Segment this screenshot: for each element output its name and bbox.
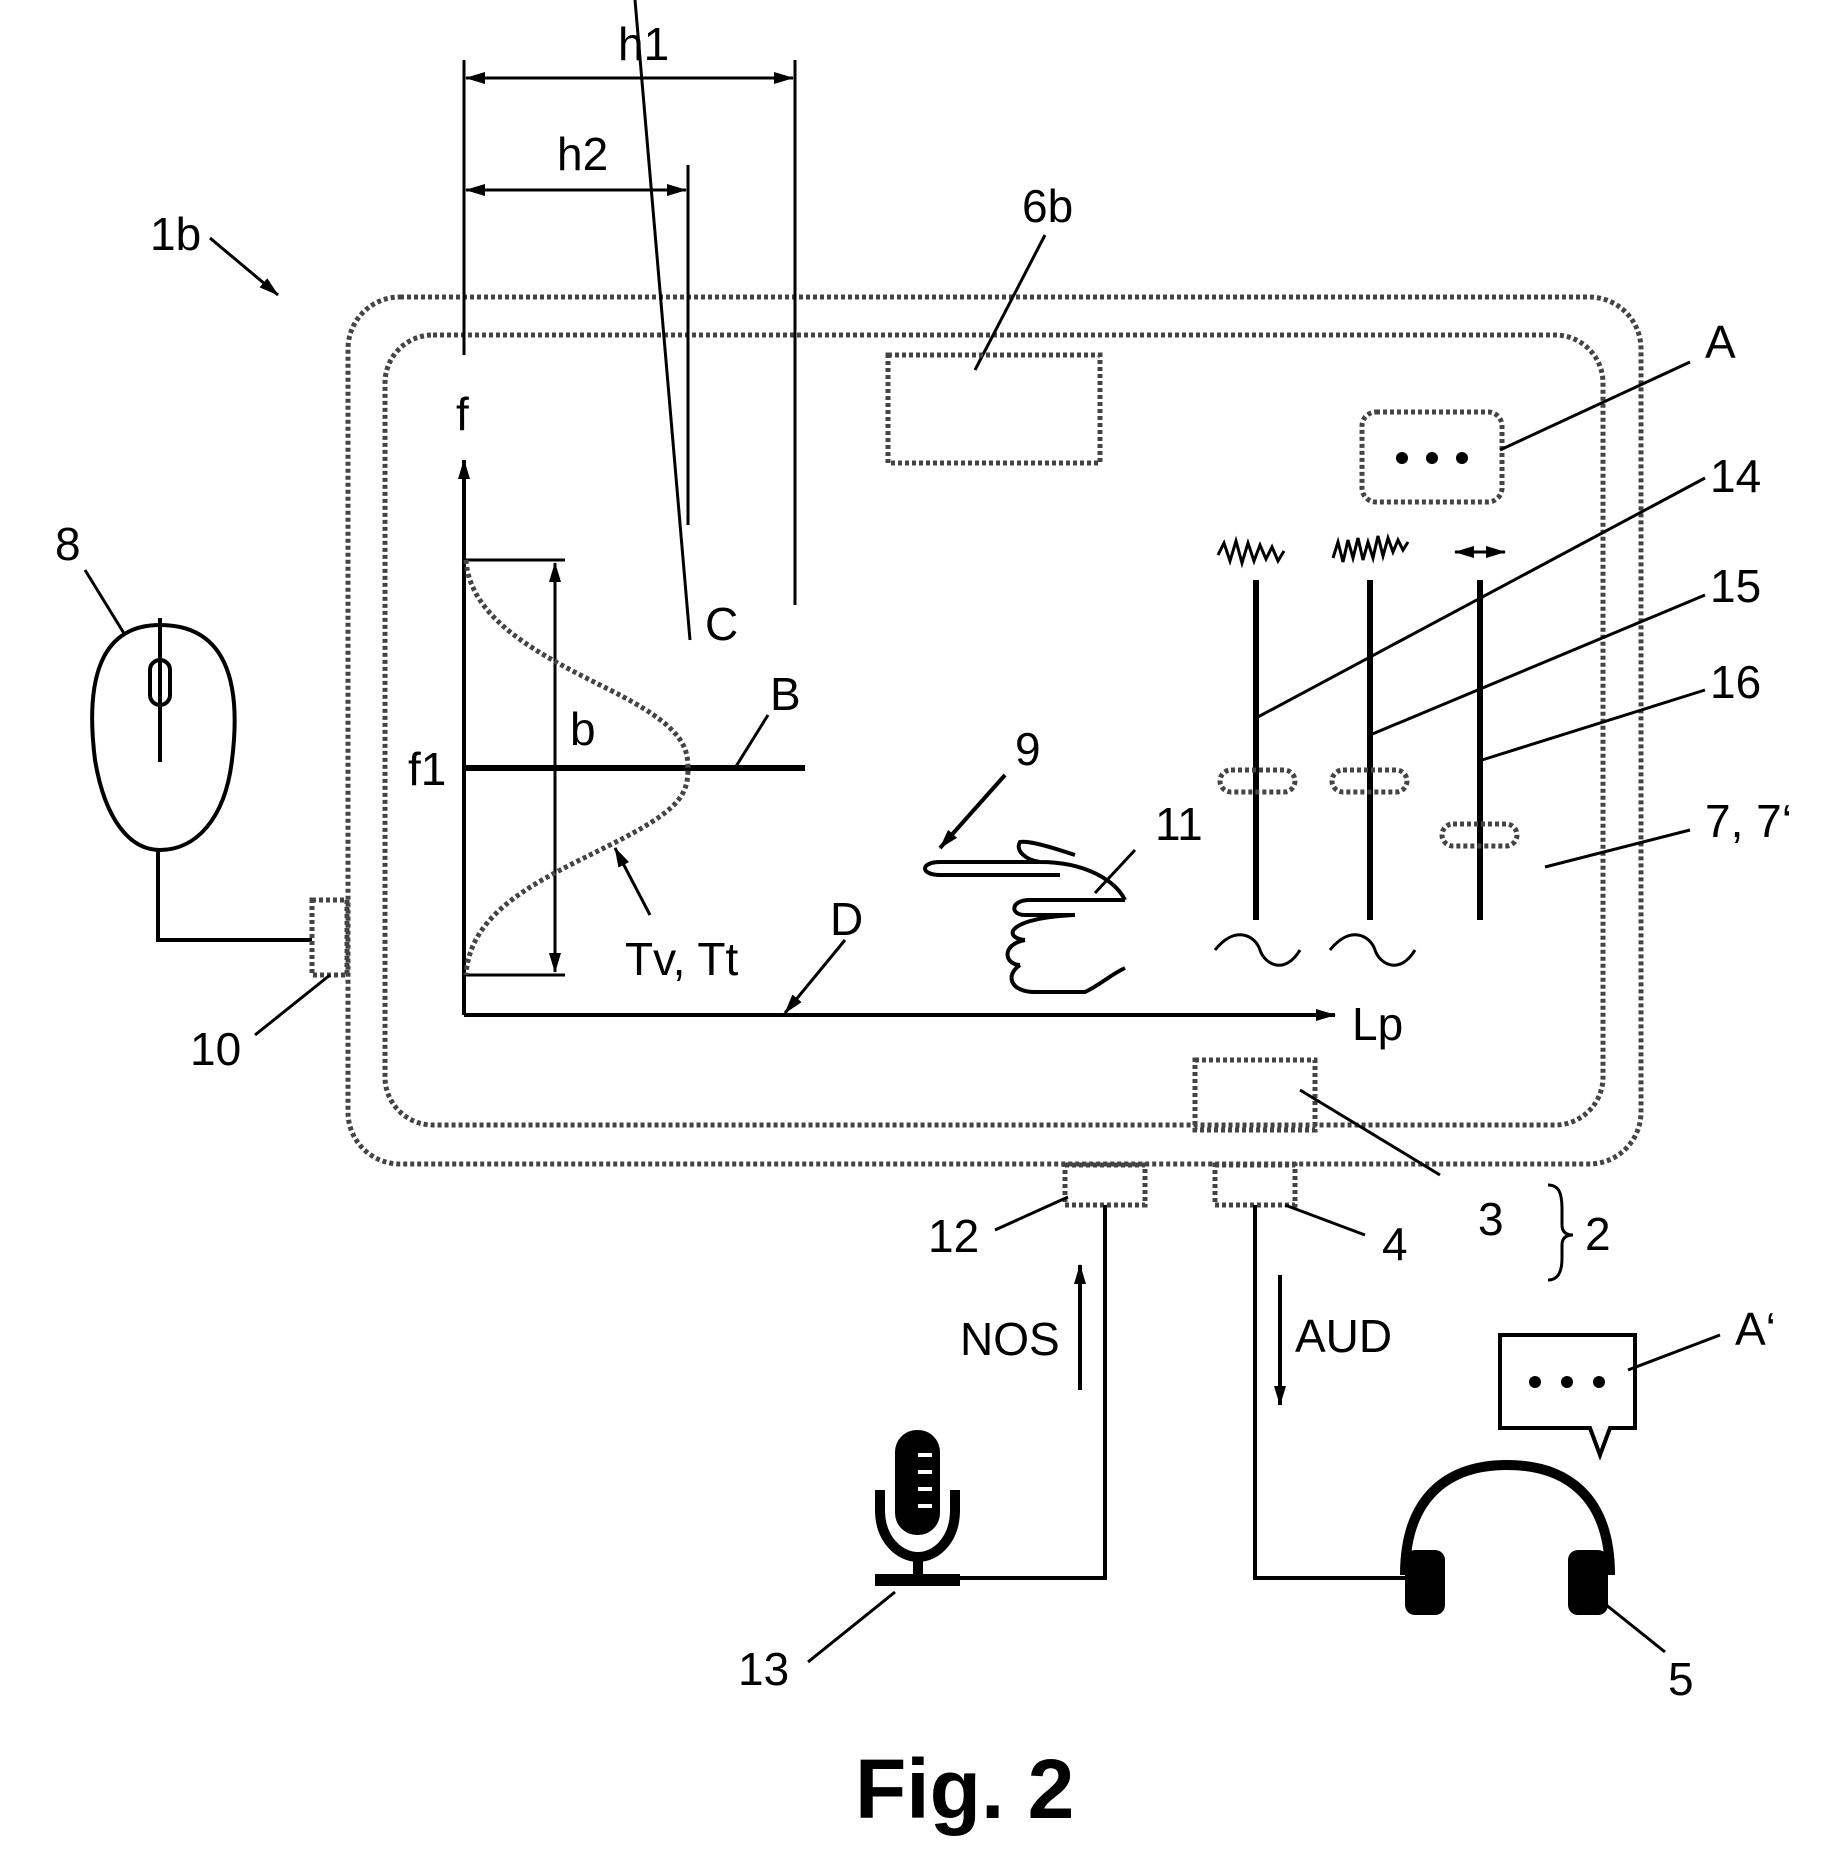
interface-port	[309, 897, 350, 978]
slider-15-label: 15	[1710, 560, 1761, 612]
figure-caption: Fig. 2	[855, 1742, 1074, 1836]
headphones-icon	[1400, 1459, 1615, 1615]
device-arrow	[209, 236, 279, 297]
speech-bubble-label: A‘	[1735, 1303, 1776, 1355]
sine-wave-icon	[1216, 535, 1286, 569]
slider-16[interactable]	[1439, 546, 1520, 920]
microphone-cable	[955, 1205, 1107, 1580]
hearing-curve[interactable]	[463, 559, 691, 976]
pointing-hand-icon[interactable]	[923, 839, 1127, 994]
noise-wave-icon	[1331, 533, 1410, 564]
slider-14-handle[interactable]	[1217, 767, 1298, 795]
ui-label: 7, 7‘	[1705, 795, 1792, 847]
microphone-leader	[807, 1590, 896, 1664]
speech-bubble-leader	[1627, 1333, 1721, 1372]
finger-leader	[1093, 848, 1137, 895]
aud-label: AUD	[1295, 1310, 1392, 1362]
slider-15-leader	[1369, 593, 1706, 737]
ui-leader	[1544, 828, 1691, 869]
finger-label: 11	[1155, 798, 1203, 850]
display-element-leader	[1499, 360, 1691, 452]
slider-16-leader	[1481, 688, 1706, 762]
display-inner-frame	[382, 332, 1606, 1128]
gesture-arrow	[938, 773, 1007, 850]
lp-axis-label: Lp	[1352, 998, 1403, 1050]
slider-14-leader	[1255, 476, 1706, 720]
thresholds-arrow	[613, 847, 652, 916]
nos-label: NOS	[960, 1313, 1060, 1365]
headphones-label: 5	[1668, 1653, 1694, 1705]
mouse-wheel	[148, 658, 172, 707]
slider-15-handle[interactable]	[1329, 767, 1410, 795]
headphones-leader	[1599, 1598, 1666, 1654]
slider-14[interactable]	[1213, 535, 1302, 967]
headphone-cable	[1253, 1205, 1418, 1580]
hearing-system-brace	[1547, 1183, 1574, 1282]
display-element-label: A	[1705, 316, 1736, 368]
microphone-label: 13	[738, 1643, 789, 1695]
port-12-label: 12	[928, 1210, 979, 1262]
curve-c-label: C	[705, 598, 738, 650]
bubble-ellipsis-icon	[1529, 1376, 1605, 1388]
line-b-leader	[733, 714, 770, 769]
device-outer-frame	[345, 294, 1644, 1167]
h2-label: h2	[557, 128, 608, 180]
dimension-lines	[462, 60, 797, 605]
slider-16-handle[interactable]	[1439, 821, 1520, 849]
slider-14-label: 14	[1710, 450, 1761, 502]
gesture-label: 9	[1015, 723, 1041, 775]
mouse-cable	[156, 850, 312, 942]
curve-c-leader	[633, 0, 692, 641]
f1-label: f1	[408, 743, 446, 795]
f-axis-label: f	[456, 388, 469, 440]
smooth-wave-icon-2	[1328, 933, 1417, 967]
axis-d-arrow	[783, 939, 847, 1014]
interface-label: 10	[190, 1023, 241, 1075]
microphone-icon	[875, 1430, 960, 1586]
port-12-leader	[994, 1195, 1069, 1232]
device-label: 1b	[150, 208, 201, 260]
slider-16-label: 16	[1710, 656, 1761, 708]
display-element-box[interactable]	[1359, 409, 1505, 505]
port-4-leader	[1284, 1203, 1366, 1237]
interface-leader	[254, 973, 331, 1037]
mouse-leader	[83, 569, 127, 636]
ellipsis-icon	[1396, 452, 1468, 464]
mouse-label: 8	[55, 518, 81, 570]
port-4-label: 4	[1382, 1218, 1408, 1270]
display-unit-label: 6b	[1022, 180, 1073, 232]
thresholds-label: Tv, Tt	[625, 933, 739, 985]
port-12-box	[1062, 1162, 1148, 1208]
hearing-system-label: 2	[1585, 1208, 1611, 1260]
processor-box	[1192, 1057, 1318, 1133]
port-4-box	[1212, 1162, 1298, 1208]
h1-label: h1	[618, 18, 669, 70]
smooth-wave-icon	[1213, 933, 1302, 967]
bandwidth-label: b	[570, 703, 596, 755]
axis-d-label: D	[830, 893, 863, 945]
speech-bubble-icon	[1498, 1333, 1637, 1461]
slider-15[interactable]	[1328, 533, 1417, 967]
display-unit-leader	[973, 234, 1047, 371]
line-b-label: B	[770, 668, 801, 720]
processor-leader	[1299, 1088, 1441, 1177]
processor-label: 3	[1478, 1193, 1504, 1245]
display-unit-box	[885, 352, 1103, 466]
